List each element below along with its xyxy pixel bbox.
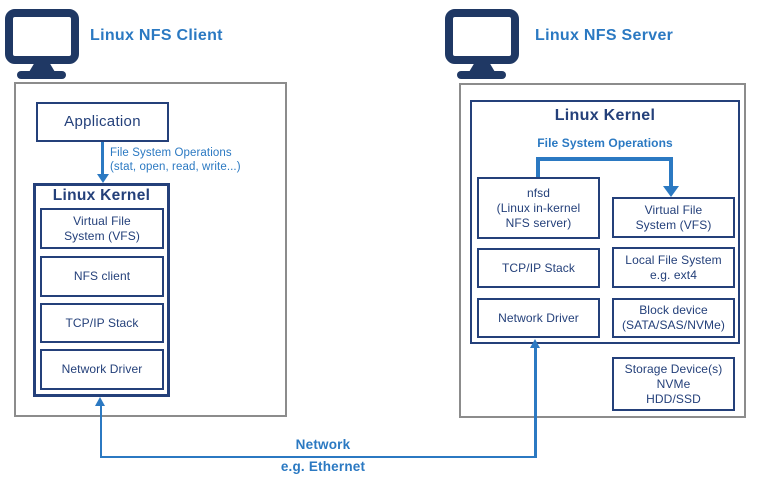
server-network-driver-box: Network Driver: [477, 298, 600, 338]
server-fsops-label: File System Operations: [537, 136, 673, 150]
server-kernel-title: Linux Kernel: [554, 107, 656, 124]
server-nfsd-line3: NFS server): [505, 215, 572, 230]
server-fsops-connector-across: [536, 157, 673, 161]
network-line-horizontal: [99, 455, 537, 458]
client-fsops-label-line2: (stat, open, read, write...): [110, 161, 241, 173]
server-vfs-box: Virtual File System (VFS): [612, 197, 735, 238]
client-kernel-title: Linux Kernel: [52, 187, 151, 204]
client-vfs-line2: System (VFS): [64, 228, 140, 243]
server-block-device-line2: (SATA/SAS/NVMe): [621, 318, 726, 332]
server-vfs-line2: System (VFS): [635, 217, 712, 232]
client-vfs-box: Virtual File System (VFS): [40, 208, 164, 249]
server-tcpip-box: TCP/IP Stack: [477, 248, 600, 288]
client-nfs-client-box: NFS client: [40, 256, 164, 297]
server-block-device-box: Block device (SATA/SAS/NVMe): [612, 298, 735, 338]
client-tcpip-label: TCP/IP Stack: [65, 315, 139, 330]
server-local-fs-line1: Local File System: [625, 252, 722, 267]
client-nfs-client-label: NFS client: [73, 269, 131, 283]
server-title: Linux NFS Server: [535, 27, 674, 44]
client-fsops-label-line1: File System Operations: [110, 147, 232, 159]
server-fsops-arrowhead-icon: [663, 186, 679, 197]
server-nfsd-line1: nfsd: [526, 185, 551, 200]
server-monitor-icon: [445, 9, 519, 79]
server-block-device-line1: Block device: [639, 303, 708, 317]
network-arrowhead-client-icon: [95, 397, 105, 406]
client-network-driver-box: Network Driver: [40, 349, 164, 390]
client-application-label: Application: [64, 112, 141, 130]
client-fsops-arrow-line: [101, 142, 104, 175]
network-label-line1: Network: [295, 437, 351, 452]
client-title: Linux NFS Client: [90, 27, 223, 44]
server-tcpip-label: TCP/IP Stack: [501, 260, 575, 275]
server-network-driver-label: Network Driver: [498, 310, 579, 325]
server-storage-line3: HDD/SSD: [646, 391, 701, 406]
client-network-driver-label: Network Driver: [61, 362, 143, 376]
server-nfsd-box: nfsd (Linux in-kernel NFS server): [477, 177, 600, 239]
client-fsops-arrowhead-icon: [96, 174, 109, 183]
client-tcpip-box: TCP/IP Stack: [40, 303, 164, 343]
server-nfsd-line2: (Linux in-kernel: [496, 200, 581, 215]
server-storage-line2: NVMe: [656, 376, 691, 391]
client-application-box: Application: [36, 102, 169, 142]
server-storage-line1: Storage Device(s): [624, 361, 723, 376]
network-label-line2: e.g. Ethernet: [280, 459, 366, 474]
server-vfs-line1: Virtual File: [644, 202, 703, 217]
client-monitor-icon: [5, 9, 79, 79]
network-arrowhead-server-icon: [529, 339, 540, 348]
server-fsops-connector-down: [669, 157, 673, 187]
server-fsops-connector-up: [536, 159, 540, 178]
server-local-fs-line2: e.g. ext4: [650, 267, 697, 282]
server-storage-box: Storage Device(s) NVMe HDD/SSD: [612, 357, 735, 411]
network-line-client-vertical: [99, 405, 102, 457]
client-vfs-line1: Virtual File: [73, 213, 131, 228]
server-local-fs-box: Local File System e.g. ext4: [612, 247, 735, 288]
network-line-server-vertical: [534, 347, 537, 458]
